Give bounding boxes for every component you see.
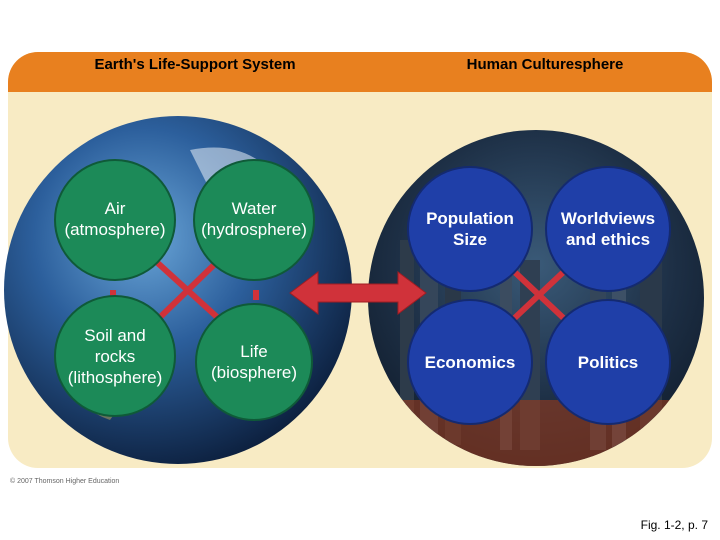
node-economics-line: Economics <box>424 353 516 372</box>
copyright-notice: © 2007 Thomson Higher Education <box>10 478 120 485</box>
node-soil-line: (lithosphere) <box>67 368 163 387</box>
culturesphere-heading: Human Culturesphere <box>466 56 624 73</box>
node-soil-line: Soil and <box>84 326 146 345</box>
node-life-label: Life (biosphere) <box>194 341 314 383</box>
node-life-line: (biosphere) <box>211 363 297 382</box>
node-politics <box>545 299 671 425</box>
node-economics-label: Economics <box>408 352 532 373</box>
header-bar <box>8 52 712 92</box>
page-title: ENVIRONMENTAL SCIENCE <box>251 12 453 29</box>
node-water <box>193 159 315 281</box>
node-soil-label: Soil and rocks (lithosphere) <box>55 325 175 388</box>
node-water-line: Water <box>231 199 277 218</box>
earth-system-heading: Earth's Life-Support System <box>94 56 296 73</box>
node-worldviews-label: Worldviews and ethics <box>546 208 670 250</box>
node-worldviews-line: Worldviews <box>560 209 656 228</box>
figure-reference: Fig. 1-2, p. 7 <box>640 518 708 532</box>
node-soil <box>54 295 176 417</box>
node-soil-line: rocks <box>94 347 136 366</box>
node-water-line: (hydrosphere) <box>201 220 307 239</box>
node-life <box>195 303 313 421</box>
node-air <box>54 159 176 281</box>
node-air-line: (atmosphere) <box>64 220 166 239</box>
node-worldviews <box>545 166 671 292</box>
node-population <box>407 166 533 292</box>
double-arrow-icon <box>289 271 427 315</box>
node-population-label: Population Size <box>408 208 532 250</box>
node-politics-label: Politics <box>546 352 670 373</box>
node-life-line: Life <box>240 342 268 361</box>
node-air-label: Air (atmosphere) <box>55 198 175 240</box>
node-economics <box>407 299 533 425</box>
node-air-line: Air <box>104 199 126 218</box>
node-population-line: Size <box>452 230 488 249</box>
node-worldviews-line: and ethics <box>565 230 651 249</box>
node-politics-line: Politics <box>577 353 639 372</box>
node-population-line: Population <box>426 209 514 228</box>
node-water-label: Water (hydrosphere) <box>192 198 316 240</box>
